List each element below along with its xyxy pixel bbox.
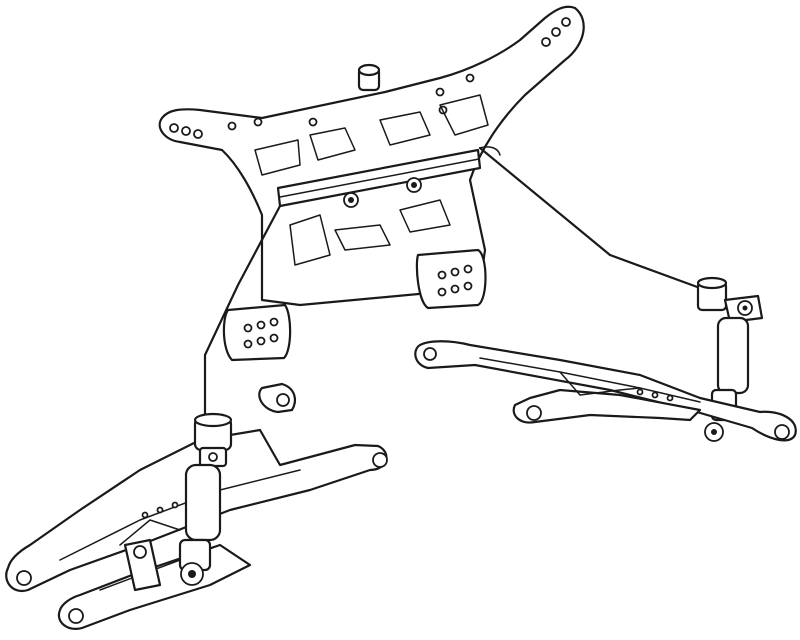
tower-foot-right (415, 248, 487, 310)
left-arm-hinge-mount (123, 538, 162, 592)
shock-tower (158, 5, 585, 362)
sway-bar (203, 146, 702, 422)
tower-foot-left (222, 303, 292, 362)
top-ball-stud (357, 63, 381, 92)
left-shock-absorber (178, 412, 233, 586)
tower-mount-holes-left (169, 117, 318, 139)
tower-mount-holes-right (435, 17, 571, 115)
right-lower-arm (414, 340, 797, 442)
tower-window-cutouts (254, 94, 489, 266)
shock-crossbar (276, 148, 482, 208)
